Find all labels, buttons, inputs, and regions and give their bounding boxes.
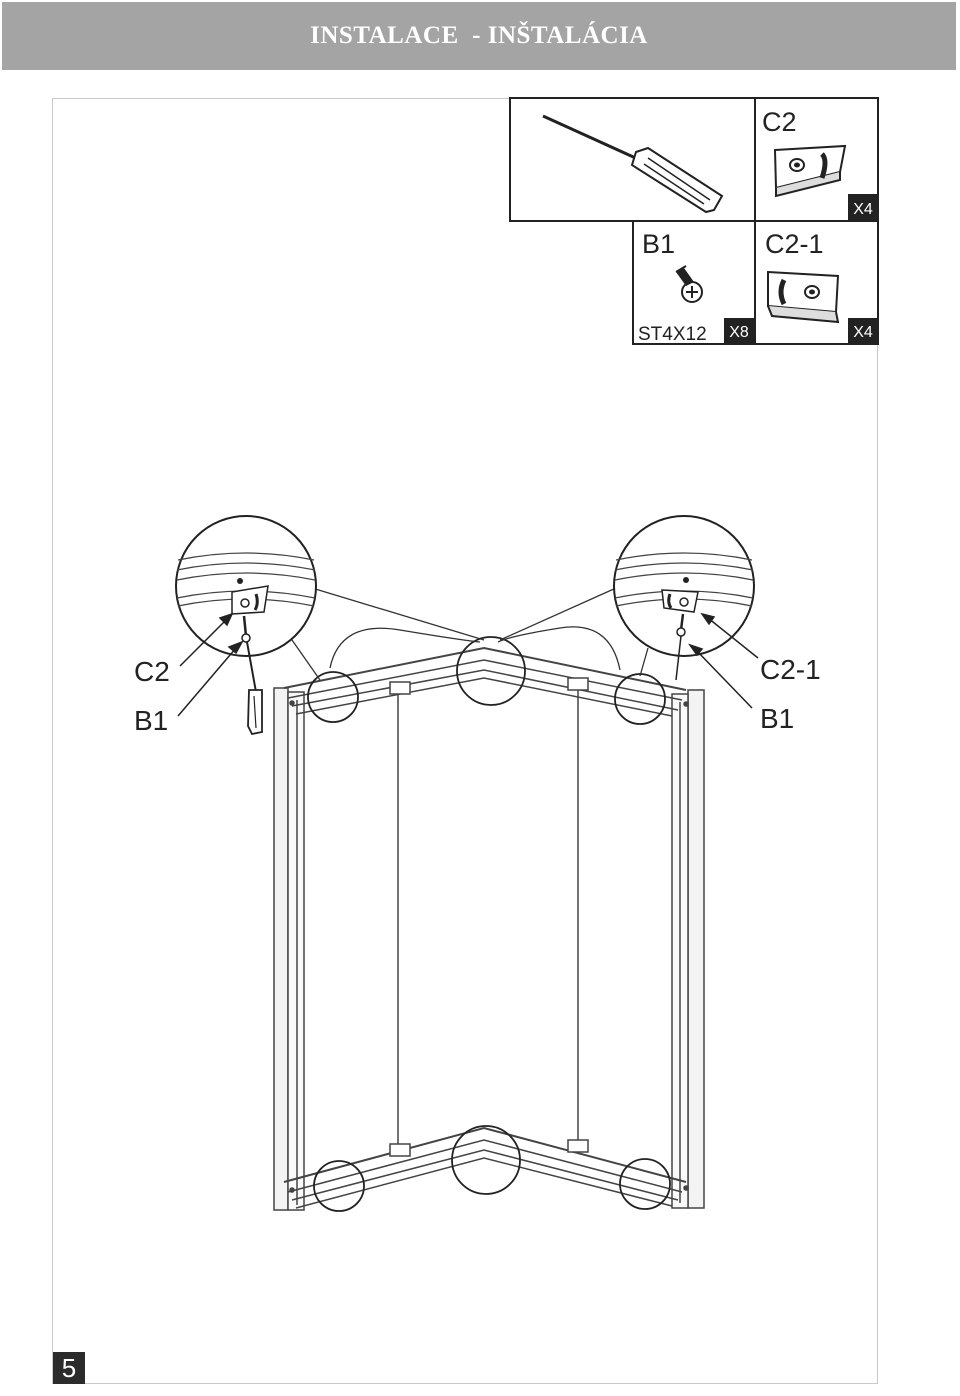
callout-left-bracket: C2	[134, 656, 170, 687]
c2-1-qty-box	[848, 318, 878, 344]
callout-arrows	[177, 612, 759, 717]
callout-right-screw: B1	[760, 703, 794, 734]
b1-label: B1	[642, 229, 675, 259]
leader-lines	[291, 587, 649, 681]
detail-markers	[307, 636, 671, 1212]
illustration-frame	[52, 98, 878, 1384]
c2-1-qty: X4	[853, 324, 873, 341]
page-title: INSTALACE - INŠTALÁCIA	[310, 22, 648, 49]
c2-label: C2	[762, 107, 797, 137]
parts-box	[509, 97, 879, 345]
screwdriver-icon	[542, 114, 724, 214]
b1-qty: X8	[729, 324, 749, 341]
screw-icon	[675, 265, 703, 303]
screwdriver-icon	[246, 641, 263, 736]
callout-right-bracket: C2-1	[760, 654, 821, 685]
b1-spec: ST4X12	[638, 324, 707, 345]
c2-1-label: C2-1	[765, 229, 824, 259]
right-detail-circle	[613, 515, 755, 681]
b1-qty-box	[724, 318, 754, 344]
left-detail-circle	[175, 515, 317, 657]
shower-frame	[273, 646, 705, 1211]
page-number: 5	[53, 1352, 85, 1384]
page-header: INSTALACE - INŠTALÁCIA	[2, 2, 956, 70]
c2-qty-box	[848, 194, 878, 220]
bracket-icon	[773, 144, 847, 198]
callout-left-screw: B1	[134, 705, 168, 736]
bracket-icon	[767, 270, 840, 324]
c2-qty: X4	[853, 201, 873, 218]
